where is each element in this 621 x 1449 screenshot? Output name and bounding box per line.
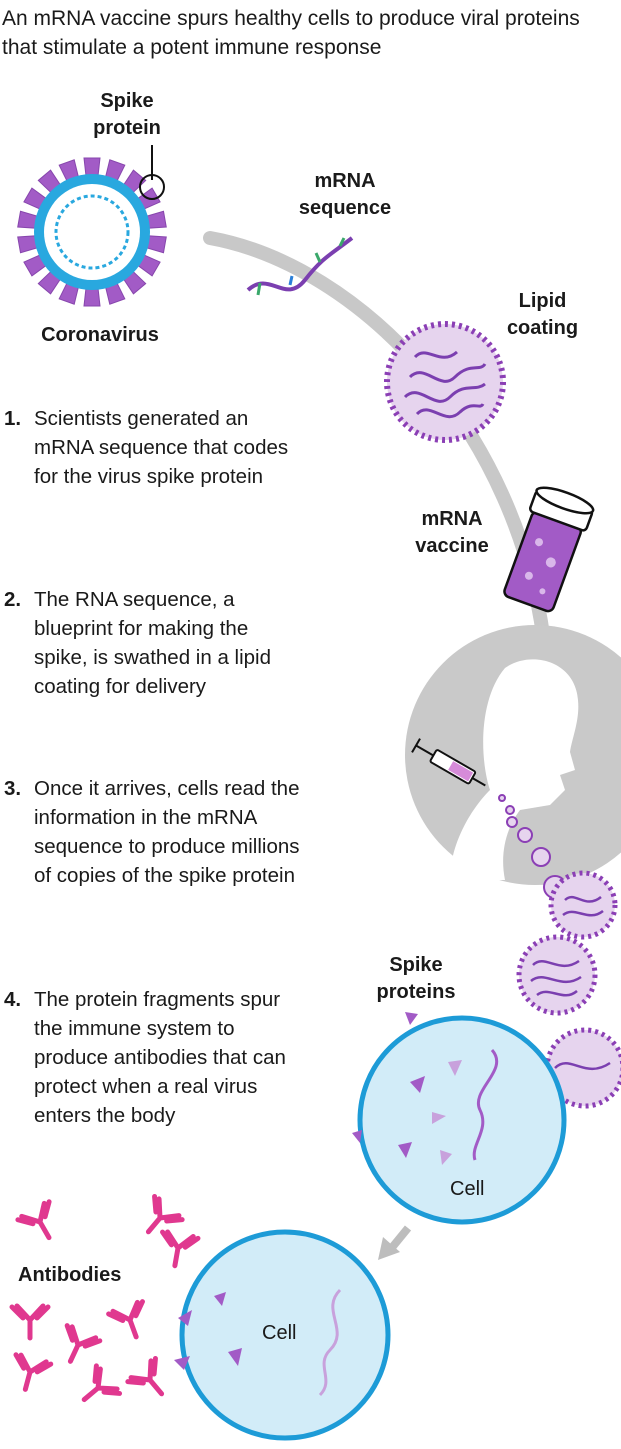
antibody-icon — [106, 1299, 145, 1340]
down-left-arrow — [378, 1225, 412, 1260]
spike-highlight-circle — [139, 174, 165, 200]
step-4: 4. The protein fragments spur the immune… — [4, 985, 296, 1130]
vaccine-vial-icon — [503, 486, 595, 613]
coronavirus-label: Coronavirus — [41, 324, 159, 346]
mrna-sequence-label: mRNA sequence — [298, 170, 392, 219]
step-number: 2. — [4, 588, 22, 611]
antibody-icon — [145, 1193, 185, 1235]
lipid-particle-medium — [516, 934, 598, 1016]
antibody-icon — [15, 1199, 52, 1241]
coronavirus-icon — [17, 157, 167, 307]
step-2: 2. The RNA sequence, a blueprint for mak… — [4, 585, 304, 701]
cell-label-top: Cell — [450, 1178, 485, 1200]
spike-icon — [83, 157, 101, 177]
lipid-nanoparticle-icon — [384, 321, 506, 443]
antibody-icon — [13, 1352, 54, 1392]
mrna-strand-icon — [246, 236, 354, 296]
step-number: 1. — [4, 407, 22, 430]
antibodies-label: Antibodies — [18, 1264, 122, 1286]
step-text: The protein fragments spur the immune sy… — [34, 988, 286, 1127]
antibody-icon — [125, 1355, 165, 1397]
step-1: 1. Scientists generated an mRNA sequence… — [4, 404, 304, 491]
antibody-icon — [9, 1303, 51, 1341]
step-text: The RNA sequence, a blueprint for making… — [34, 588, 272, 698]
lipid-coating-label: Lipid coating — [506, 290, 579, 339]
cell-icon — [352, 1012, 567, 1225]
spike-icon — [83, 287, 101, 307]
mrna-vaccine-label: mRNA vaccine — [415, 508, 489, 557]
antibody-icon — [160, 1229, 201, 1269]
step-3: 3. Once it arrives, cells read the infor… — [4, 774, 300, 890]
step-text: Scientists generated an mRNA sequence th… — [34, 407, 289, 488]
step-number: 3. — [4, 777, 22, 800]
antibody-icon — [81, 1363, 123, 1403]
antibody-icon — [64, 1323, 103, 1364]
headline: An mRNA vaccine spurs healthy cells to p… — [2, 7, 580, 59]
cell-icon-bottom — [174, 1229, 391, 1441]
cell-label-bottom: Cell — [262, 1322, 297, 1344]
antibody-group — [9, 1193, 201, 1403]
step-text: Once it arrives, cells read the informat… — [34, 777, 300, 887]
syringe-icon — [411, 738, 486, 787]
spike-proteins-label: Spike proteins — [376, 954, 456, 1003]
lipid-particle-small — [548, 870, 618, 940]
spike-protein-label: Spike protein — [93, 90, 161, 139]
step-number: 4. — [4, 988, 22, 1011]
person-silhouette-icon — [405, 625, 621, 885]
